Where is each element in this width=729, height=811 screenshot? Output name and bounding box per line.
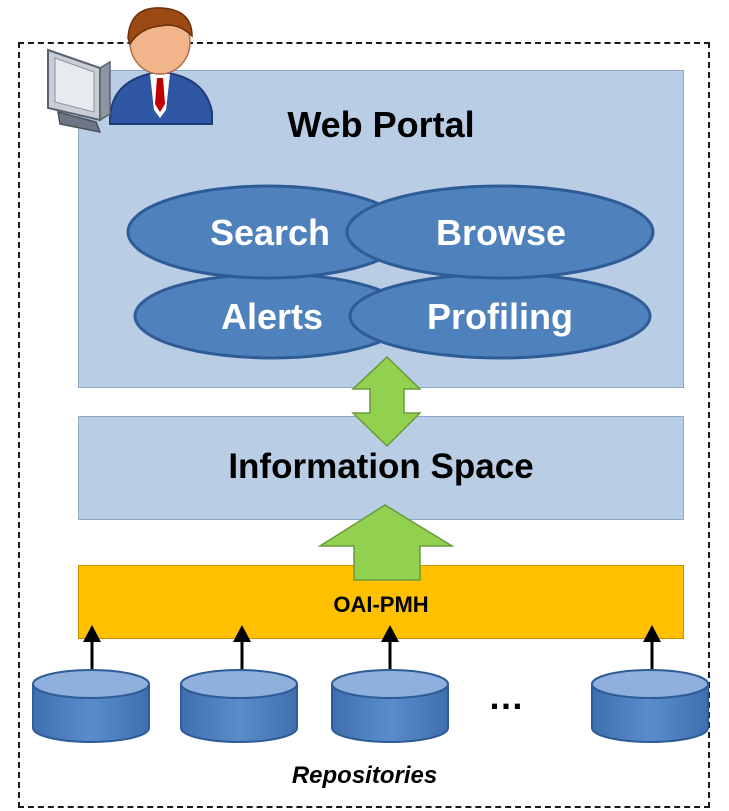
service-label-search: Search (210, 212, 330, 253)
system-boundary (18, 42, 710, 808)
web-portal-title: Web Portal (287, 104, 475, 145)
upward-arrow (317, 504, 455, 581)
bidirectional-arrow (351, 355, 422, 448)
database-icon (591, 669, 709, 743)
database-icon (32, 669, 150, 743)
information-space-title: Information Space (228, 447, 534, 486)
repositories-caption: Repositories (291, 762, 438, 789)
more-repositories-ellipsis: … (488, 676, 525, 717)
database-icon (180, 669, 298, 743)
service-ellipse-browse (345, 184, 655, 280)
database-icon (331, 669, 449, 743)
oai-pmh-label: OAI-PMH (333, 592, 429, 617)
service-label-alerts: Alerts (221, 296, 323, 337)
service-label-profiling: Profiling (427, 296, 573, 337)
service-label-browse: Browse (436, 212, 566, 253)
user-at-computer-icon (47, 7, 213, 134)
